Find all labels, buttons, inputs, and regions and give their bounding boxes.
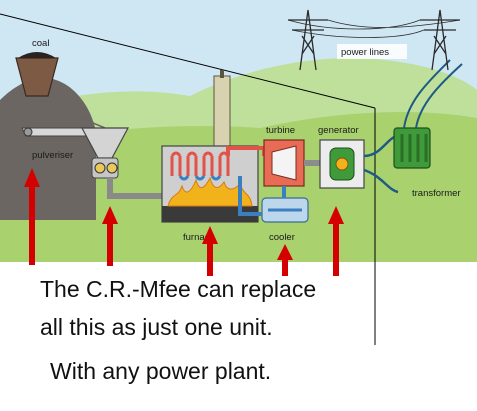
boiler-coil-hot (170, 156, 230, 176)
boiler-coil-bottoms (178, 175, 222, 181)
arrow-coal (24, 168, 40, 265)
label-turbine: turbine (266, 125, 295, 136)
label-power-lines: power lines (341, 47, 389, 58)
chimney-top (220, 70, 224, 78)
power-lines-label-bg (337, 44, 407, 59)
conveyor-incline (37, 99, 106, 129)
red-arrows (24, 168, 344, 276)
label-coal: coal (32, 38, 49, 49)
caption-line-1: The C.R.-Mfee can replace (40, 276, 317, 302)
outline-diagonal (0, 13, 376, 109)
arrow-pulveriser (102, 206, 118, 266)
turbine-blades (271, 145, 297, 181)
arrow-cooler (277, 244, 293, 276)
transformer-fins (400, 134, 428, 162)
generator-rotor (335, 157, 349, 171)
coal-heap (18, 52, 56, 58)
power-line-wires (287, 19, 461, 38)
label-transformer: transformer (412, 188, 461, 199)
turbine-shaft (304, 160, 320, 166)
pulveriser-roller-right (106, 162, 118, 174)
conveyor-roller-left (23, 127, 33, 137)
pulveriser-roller-left (94, 162, 106, 174)
cable-to-pylon-a (403, 59, 451, 129)
coal-feed-pipe (107, 178, 162, 199)
cable-to-pylon-b (415, 63, 463, 129)
pylon-left (288, 9, 328, 71)
cable-lower (363, 168, 399, 194)
chimney (213, 75, 231, 147)
label-generator: generator (318, 125, 359, 136)
label-pulveriser: pulveriser (32, 150, 73, 161)
caption-line-3: With any power plant. (50, 358, 272, 384)
label-furnace: furnace (183, 232, 215, 243)
caption-line-2: all this as just one unit. (40, 314, 273, 340)
boiler-coil-tops (170, 151, 230, 157)
arrow-furnace (202, 226, 218, 276)
pylon-right (420, 9, 460, 71)
return-water-pipe (238, 176, 262, 216)
label-cooler: cooler (269, 232, 295, 243)
furnace-grate (162, 206, 258, 222)
arrow-generator (328, 206, 344, 276)
